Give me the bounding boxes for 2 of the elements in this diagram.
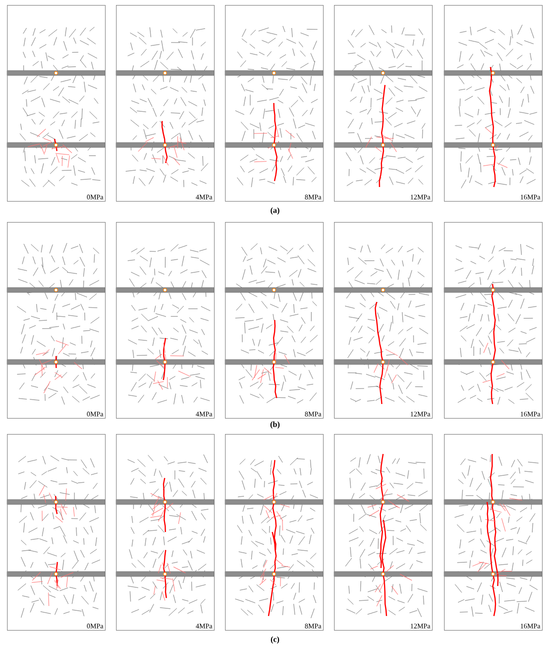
panel-label: (a) [270, 207, 280, 215]
panel-label: (b) [270, 421, 280, 429]
